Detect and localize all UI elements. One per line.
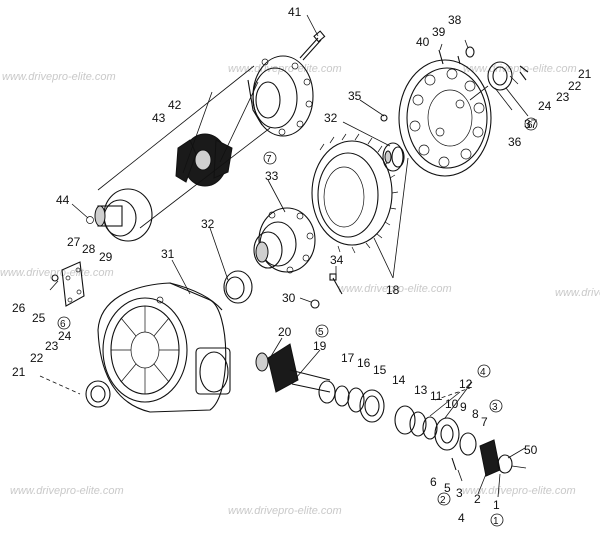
label-24-left: 24 (58, 329, 72, 343)
pinion-bearing-stack (318, 380, 527, 477)
label-22-left: 22 (30, 351, 44, 365)
label-25: 25 (32, 311, 46, 325)
circled-6-right: 6 (527, 120, 533, 131)
circled-7: 7 (266, 154, 272, 165)
label-11: 11 (430, 389, 443, 403)
carrier-half-left (86, 188, 153, 242)
drive-pinion (255, 343, 331, 393)
circled-2: 2 (440, 495, 446, 506)
label-6-lower: 6 (430, 475, 437, 489)
bearing-cap-plate (398, 59, 492, 177)
watermark-2: www.drivepro-elite.com (228, 63, 342, 75)
label-35: 35 (348, 89, 362, 103)
label-8: 8 (472, 407, 479, 421)
label-32-lower: 32 (201, 217, 215, 231)
label-50: 50 (524, 443, 538, 457)
label-20: 20 (278, 325, 292, 339)
axle-housing (97, 282, 231, 413)
differential-cover (247, 30, 326, 137)
watermark-8: www.drivepro-elite.com (228, 505, 342, 517)
label-23-left: 23 (45, 339, 59, 353)
label-18: 18 (386, 283, 400, 297)
watermarks: www.drivepro-elite.com www.drivepro-elit… (0, 63, 600, 517)
label-9: 9 (460, 400, 467, 414)
label-19: 19 (313, 339, 327, 353)
label-30: 30 (282, 291, 296, 305)
bearing-lower (223, 270, 253, 304)
label-44: 44 (56, 193, 70, 207)
label-22-right: 22 (568, 79, 582, 93)
bearing-upper (382, 142, 405, 172)
circled-6-left: 6 (60, 319, 66, 330)
label-21-left: 21 (12, 365, 26, 379)
label-29: 29 (99, 250, 113, 264)
label-4: 4 (458, 511, 465, 525)
seal-ring (487, 61, 513, 91)
label-14: 14 (392, 373, 406, 387)
label-41: 41 (288, 5, 302, 19)
label-7-lower: 7 (481, 415, 488, 429)
label-43: 43 (152, 111, 166, 125)
part-number-labels: 41 40 39 38 21 22 23 24 37 36 35 32 43 4… (12, 5, 592, 525)
label-16: 16 (357, 356, 371, 370)
circled-5-upper: 5 (318, 327, 324, 338)
carrier-case (253, 207, 316, 274)
label-3: 3 (456, 486, 463, 500)
label-42: 42 (168, 98, 182, 112)
label-40: 40 (416, 35, 430, 49)
label-28: 28 (82, 242, 96, 256)
watermark-5: www.drivepro-elite.com (338, 283, 452, 295)
circled-4-upper: 4 (480, 367, 486, 378)
label-39: 39 (432, 25, 446, 39)
gasket-plate (61, 261, 85, 307)
label-26: 26 (12, 301, 26, 315)
label-1: 1 (493, 498, 500, 512)
watermark-9: www.drivepro-elite.com (462, 485, 576, 497)
label-5: 5 (444, 481, 451, 495)
ring-gear (311, 133, 399, 254)
circled-3: 3 (492, 402, 498, 413)
label-13: 13 (414, 383, 428, 397)
watermark-6: www.drivepro-elite.com (555, 287, 600, 299)
label-17: 17 (341, 351, 355, 365)
watermark-3: www.drivepro-elite.com (463, 63, 577, 75)
label-38: 38 (448, 13, 462, 27)
label-10: 10 (445, 397, 459, 411)
label-34: 34 (330, 253, 344, 267)
label-15: 15 (373, 363, 387, 377)
leader-lines (71, 14, 529, 498)
label-27: 27 (67, 235, 81, 249)
watermark-7: www.drivepro-elite.com (10, 485, 124, 497)
label-21-right: 21 (578, 67, 592, 81)
label-32-upper: 32 (324, 111, 338, 125)
watermark-1: www.drivepro-elite.com (2, 71, 116, 83)
label-24-right: 24 (538, 99, 552, 113)
spider-gear-assembly (175, 81, 259, 187)
label-23-right: 23 (556, 90, 570, 104)
label-2: 2 (474, 492, 481, 506)
watermark-4: www.drivepro-elite.com (0, 267, 114, 279)
circled-labels: 6 7 6 5 4 3 2 1 (57, 117, 538, 527)
label-33: 33 (265, 169, 279, 183)
label-36: 36 (508, 135, 522, 149)
circled-1: 1 (493, 516, 499, 527)
label-12: 12 (459, 377, 473, 391)
label-37: 37 (524, 117, 538, 131)
label-31: 31 (161, 247, 175, 261)
